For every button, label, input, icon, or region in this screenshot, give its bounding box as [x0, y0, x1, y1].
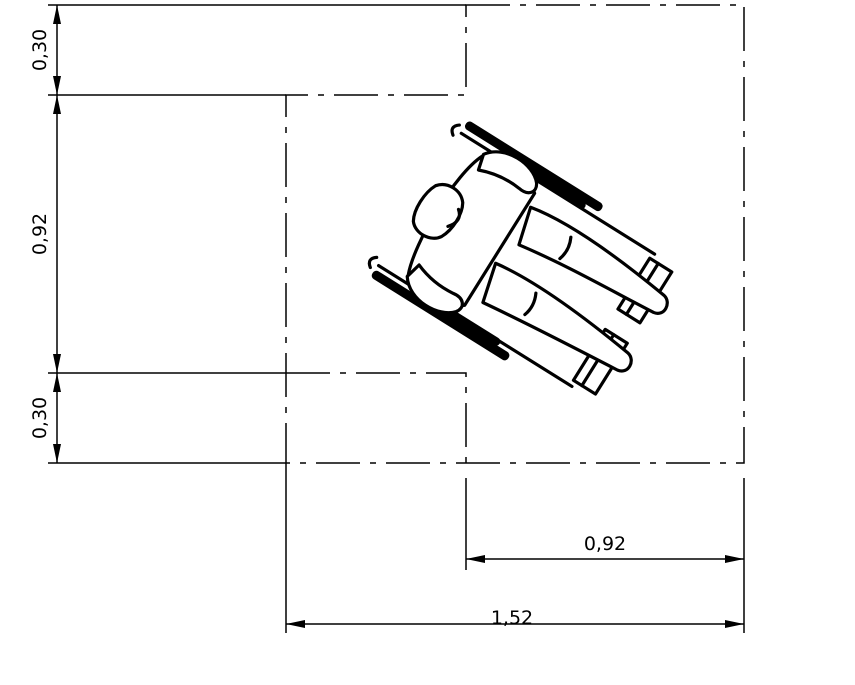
- arrowhead: [53, 444, 61, 463]
- leg-lower: [481, 261, 633, 373]
- dimension-label-middle: 0,92: [29, 213, 51, 255]
- arrowhead: [53, 76, 61, 95]
- arrowhead: [53, 5, 61, 24]
- bottom-dimensions: 0,92 1,52: [286, 533, 744, 629]
- arrowhead: [53, 95, 61, 114]
- extension-lines: [48, 4, 745, 633]
- arrowhead: [286, 620, 305, 628]
- dimension-label-bottom: 0,30: [29, 397, 51, 439]
- arrowhead: [53, 354, 61, 373]
- face-line: [446, 207, 462, 228]
- arm-upper: [476, 150, 539, 195]
- dimension-label-short: 0,92: [584, 533, 626, 555]
- clearance-outline: [285, 4, 745, 464]
- clearance-outline-inner-edge: [286, 372, 467, 463]
- left-dimension-chain: 0,30 0,92 0,30: [29, 5, 61, 463]
- arrowhead: [53, 373, 61, 392]
- leg-upper: [517, 205, 669, 315]
- knee-line: [558, 235, 573, 261]
- dimension-label-top: 0,30: [29, 29, 51, 71]
- dimension-label-long: 1,52: [491, 607, 533, 629]
- knee-line: [523, 291, 538, 317]
- arm-lower: [405, 263, 464, 315]
- arrowhead: [725, 555, 744, 563]
- clearance-outline-top-block: [285, 4, 745, 464]
- arrowhead: [725, 620, 744, 628]
- arrowhead: [466, 555, 485, 563]
- wheelchair-user-top-view-icon: [367, 121, 674, 396]
- push-handle-lower: [367, 255, 379, 270]
- push-handle-upper: [450, 123, 461, 137]
